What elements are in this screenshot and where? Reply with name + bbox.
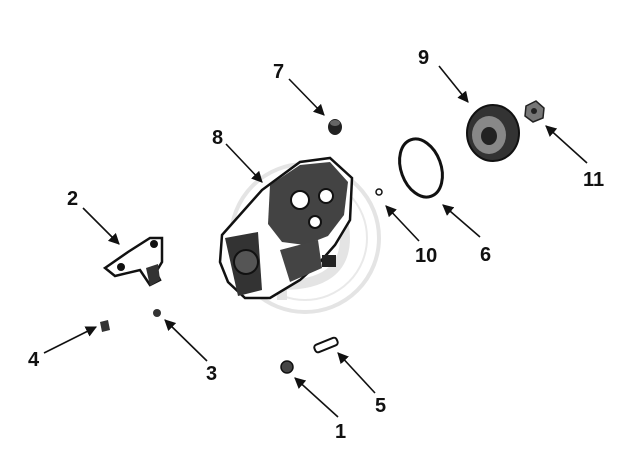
washer-part xyxy=(375,188,383,196)
callout-1: 1 xyxy=(335,421,346,443)
callout-11: 11 xyxy=(583,169,604,191)
pin-part xyxy=(313,336,339,354)
callout-6: 6 xyxy=(480,244,491,266)
callout-2: 2 xyxy=(67,188,78,210)
callout-8: 8 xyxy=(212,127,223,149)
cap-nut-part xyxy=(328,119,342,135)
callout-10: 10 xyxy=(415,245,437,267)
callout-3: 3 xyxy=(206,363,217,385)
callout-5: 5 xyxy=(375,395,386,417)
pulley-part xyxy=(466,104,520,162)
callout-4: 4 xyxy=(28,349,40,371)
callout-labels: 1 2 3 4 5 6 7 8 9 10 11 xyxy=(28,47,604,443)
screw-part-3 xyxy=(153,309,161,317)
callout-7: 7 xyxy=(273,61,284,83)
bracket-part xyxy=(102,236,164,287)
leader-lines xyxy=(43,65,588,418)
o-ring-part xyxy=(398,137,444,199)
bolt-part-4 xyxy=(100,320,110,332)
callout-9: 9 xyxy=(418,47,429,69)
hex-nut-part xyxy=(524,100,545,123)
compressor-housing-part xyxy=(218,156,354,300)
nut-part-1 xyxy=(280,360,294,374)
